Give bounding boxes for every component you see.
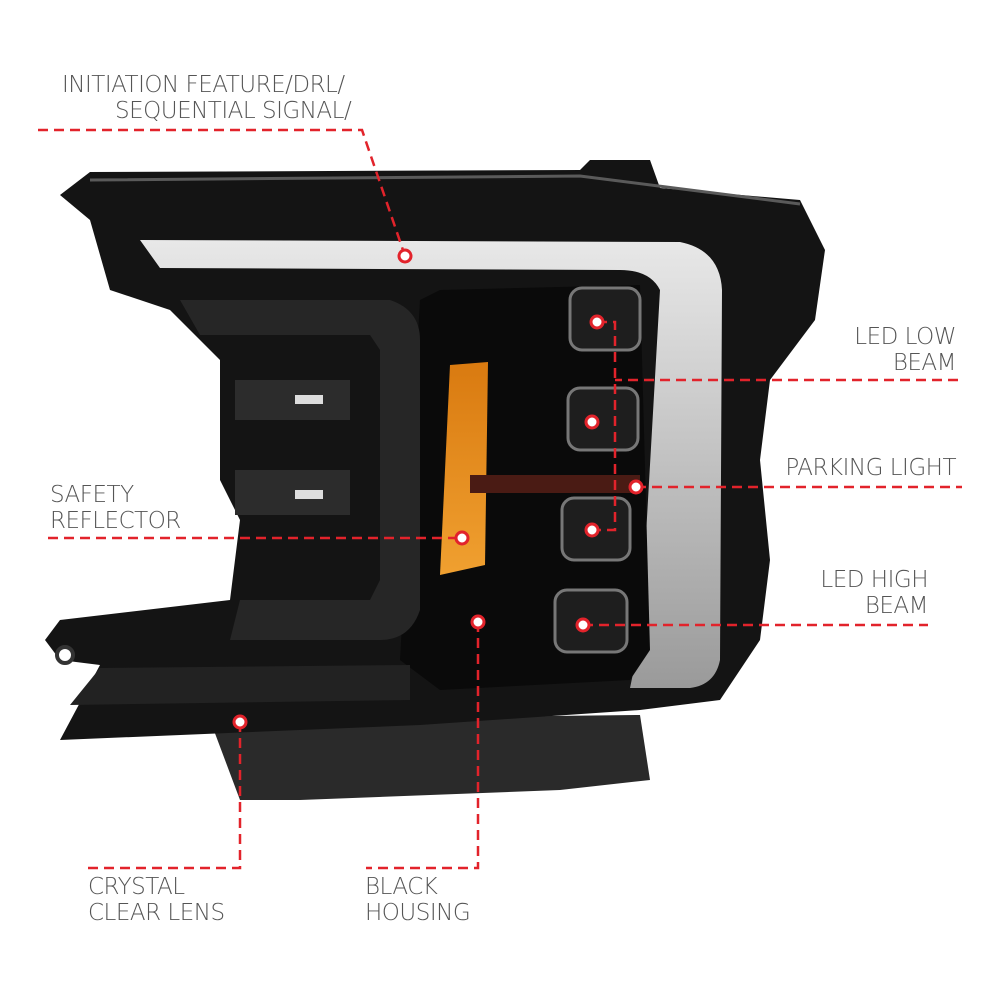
low-beam-marker-1 (589, 314, 605, 330)
parking-marker (628, 479, 644, 495)
projector-4 (553, 588, 629, 654)
low-beam-marker-2 (584, 414, 600, 430)
housing-label-line1: BLACK (365, 874, 438, 900)
lens-label-line1: CRYSTAL (88, 874, 185, 900)
callout-markers (232, 248, 644, 730)
housing-tab-upper (235, 380, 350, 420)
amber-reflector (440, 362, 488, 575)
lower-lens-trim (70, 665, 410, 705)
high-beam-label: LED HIGH BEAM (820, 567, 928, 619)
drl-label-line1: INITIATION FEATURE/DRL/ (62, 72, 345, 98)
housing-callout-line (366, 622, 480, 870)
drl-label-line2: SEQUENTIAL SIGNAL/ (115, 98, 352, 124)
low-beam-label: LED LOW BEAM (854, 324, 956, 376)
lens-label-line2: CLEAR LENS (88, 900, 225, 926)
high-beam-marker-1 (584, 522, 600, 538)
lens-label: CRYSTAL CLEAR LENS (88, 874, 225, 926)
parking-label-line1: PARKING LIGHT (785, 455, 956, 481)
c-bezel (180, 300, 420, 640)
housing-tab-lower (235, 470, 350, 515)
lens-top-edge (89, 174, 801, 206)
reflector-label: SAFETY REFLECTOR (50, 482, 181, 534)
low-beam-label-line2: BEAM (892, 350, 957, 376)
high-beam-label-line1: LED HIGH (820, 567, 928, 593)
callout-lines (38, 128, 962, 870)
drl-marker (397, 248, 413, 264)
mounting-eyelet (55, 645, 75, 665)
tab-slot-lower (295, 490, 323, 499)
led-projectors (553, 286, 642, 654)
housing-label-line2: HOUSING (365, 900, 471, 926)
lens-marker (232, 714, 248, 730)
parking-light-label: PARKING LIGHT (785, 455, 956, 481)
housing-marker (470, 614, 486, 630)
parking-light-bar (470, 475, 640, 493)
drl-label: INITIATION FEATURE/DRL/ SEQUENTIAL SIGNA… (62, 72, 352, 124)
lens-callout-line (88, 722, 242, 870)
high-beam-marker-2 (575, 617, 591, 633)
tab-slot-upper (295, 395, 323, 404)
mounting-bracket (210, 715, 650, 800)
drl-callout-line (38, 128, 407, 257)
projector-1 (568, 286, 642, 352)
drl-light-strip (140, 240, 722, 688)
high-beam-label-line2: BEAM (864, 593, 929, 619)
projector-2 (566, 386, 640, 452)
low-beam-label-line1: LED LOW (854, 324, 956, 350)
reflector-label-line1: SAFETY (50, 482, 134, 508)
projector-connector-line (592, 320, 617, 532)
reflector-marker (454, 530, 470, 546)
housing-label: BLACK HOUSING (365, 874, 471, 926)
reflector-label-line2: REFLECTOR (50, 508, 181, 534)
